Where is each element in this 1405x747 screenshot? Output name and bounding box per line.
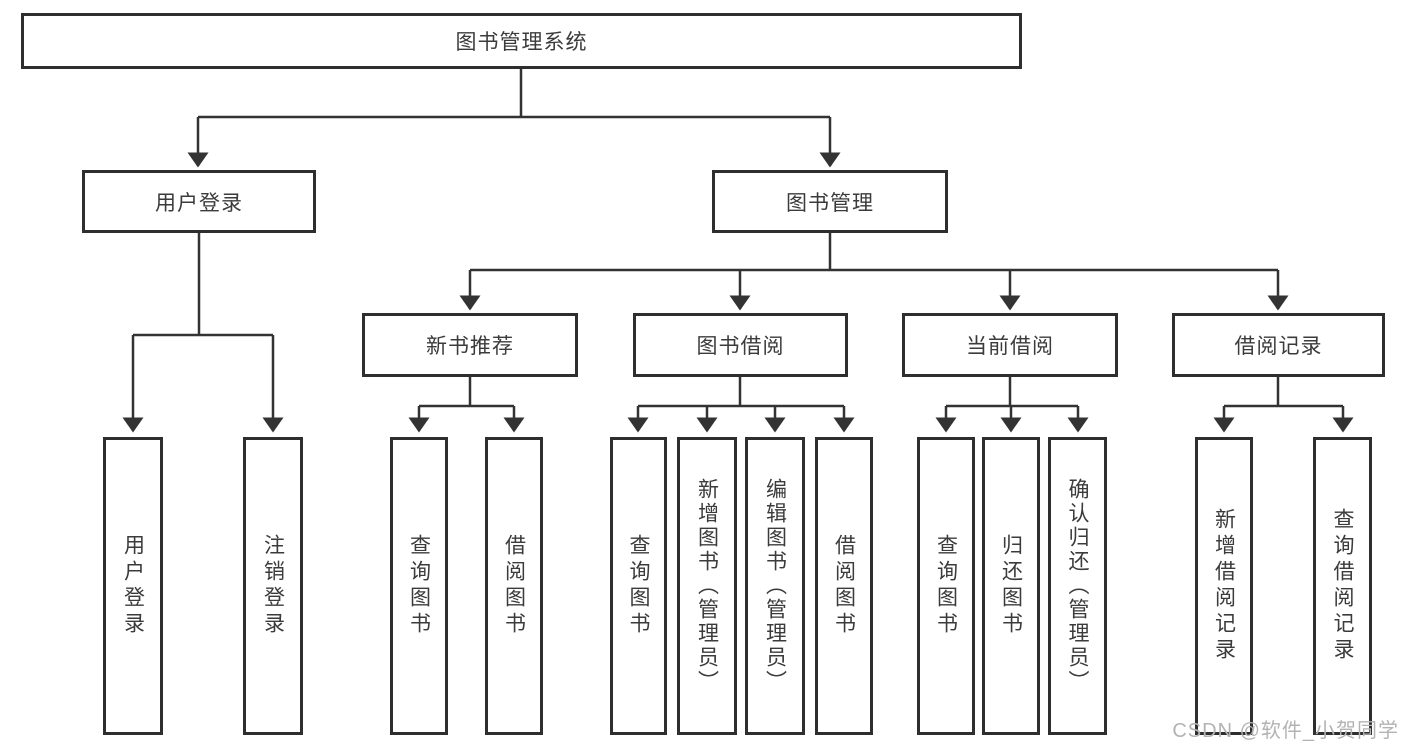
leaf-borrow-books-borrowing: 借阅图书: [815, 437, 873, 735]
node-new-book-recommendation: 新书推荐: [362, 313, 578, 377]
leaf-logout-login: 注销登录: [243, 437, 303, 735]
leaf-borrow-books-recommend: 借阅图书: [485, 437, 543, 735]
leaf-return-books-label: 归还图书: [999, 534, 1023, 638]
leaf-query-books-recommend-label: 查询图书: [407, 534, 431, 638]
leaf-add-books-admin-label: 新增图书（管理员）: [695, 478, 719, 694]
node-borrowing-records: 借阅记录: [1172, 313, 1385, 377]
leaf-query-books-recommend: 查询图书: [390, 437, 448, 735]
leaf-confirm-return-admin-label: 确认归还（管理员）: [1066, 478, 1089, 694]
leaf-edit-books-admin-label: 编辑图书（管理员）: [763, 478, 787, 694]
leaf-borrow-books-recommend-label: 借阅图书: [502, 534, 526, 638]
leaf-query-books-current: 查询图书: [917, 437, 975, 735]
leaf-user-login: 用户登录: [103, 437, 163, 735]
leaf-logout-login-label: 注销登录: [261, 534, 285, 638]
leaf-query-books-current-label: 查询图书: [934, 534, 958, 638]
node-user-login: 用户登录: [82, 170, 316, 233]
leaf-query-books-borrowing-label: 查询图书: [627, 534, 650, 638]
leaf-return-books: 归还图书: [982, 437, 1040, 735]
leaf-add-borrow-record: 新增借阅记录: [1195, 437, 1253, 735]
leaf-query-books-borrowing: 查询图书: [610, 437, 667, 735]
leaf-confirm-return-admin: 确认归还（管理员）: [1048, 437, 1107, 735]
watermark: CSDN @软件_小贺同学: [1172, 720, 1399, 742]
leaf-query-borrow-record: 查询借阅记录: [1313, 437, 1372, 735]
node-current-borrowing: 当前借阅: [902, 313, 1118, 377]
node-book-borrowing: 图书借阅: [633, 313, 848, 377]
leaf-borrow-books-borrowing-label: 借阅图书: [832, 534, 856, 638]
node-book-management: 图书管理: [712, 170, 948, 233]
node-library-management-system: 图书管理系统: [21, 13, 1022, 69]
leaf-add-books-admin: 新增图书（管理员）: [677, 437, 737, 735]
leaf-add-borrow-record-label: 新增借阅记录: [1212, 508, 1236, 664]
leaf-query-borrow-record-label: 查询借阅记录: [1331, 508, 1354, 664]
leaf-user-login-label: 用户登录: [121, 534, 145, 638]
leaf-edit-books-admin: 编辑图书（管理员）: [745, 437, 805, 735]
